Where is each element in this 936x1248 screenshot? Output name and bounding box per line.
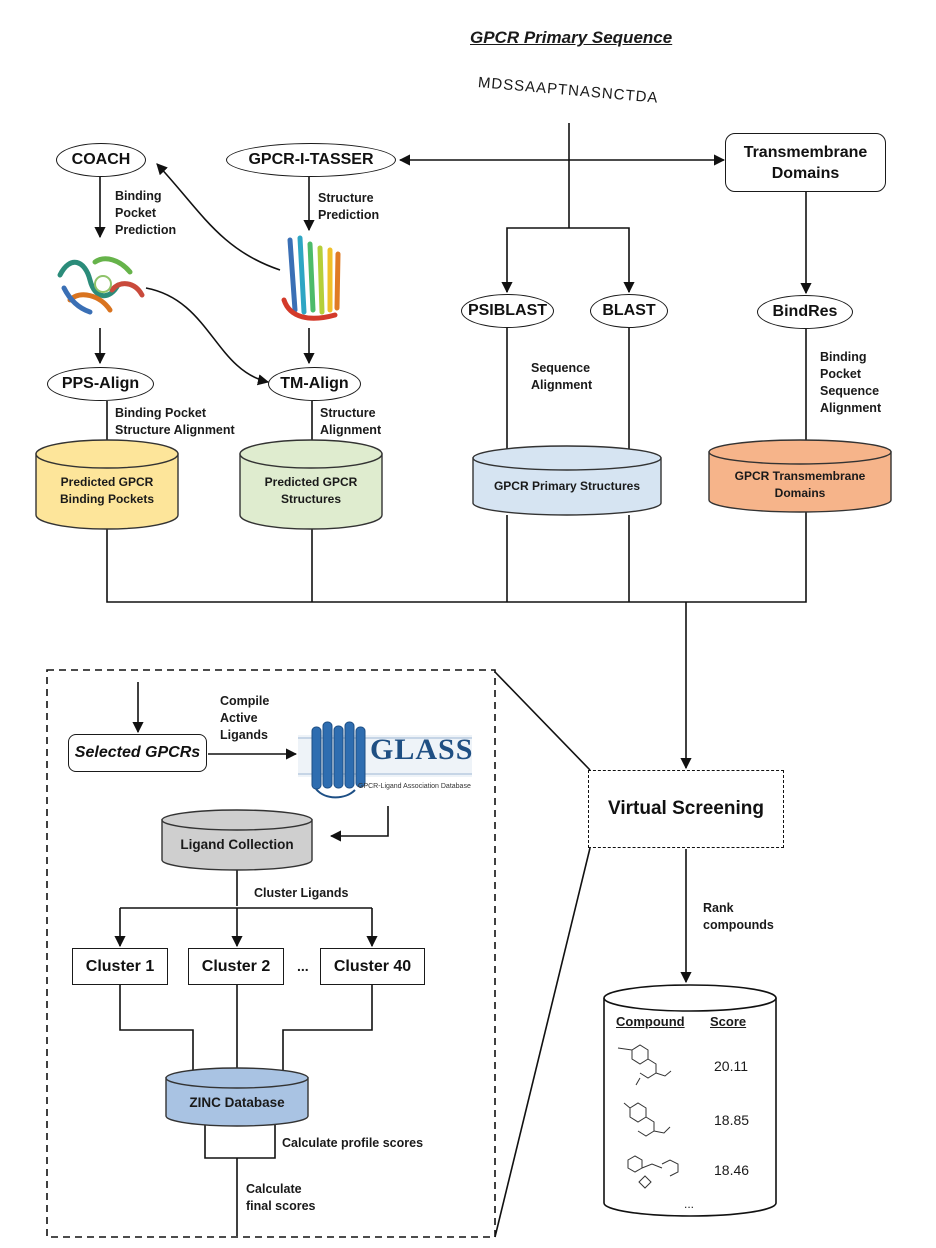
- binding-pocket-prediction-label: Binding Pocket Prediction: [115, 188, 176, 239]
- binding-pocket-sequence-alignment-label: Binding Pocket Sequence Alignment: [820, 349, 881, 417]
- db-ligand-body: [161, 819, 313, 871]
- label-line: Prediction: [318, 208, 380, 222]
- label-line: Binding Pocket: [115, 406, 206, 420]
- db-transmembrane-label: GPCR Transmembrane Domains: [709, 468, 891, 502]
- db-structures-body: [239, 453, 383, 530]
- diagram-title: GPCR Primary Sequence: [470, 28, 673, 47]
- inset-dashed-box: [46, 669, 496, 1238]
- zinc-database-label: ZINC Database: [189, 1095, 285, 1110]
- sequence-alignment-label: Sequence Alignment: [531, 360, 592, 394]
- structure-alignment-label: Structure Alignment: [320, 405, 381, 439]
- label-line: Ligands: [220, 728, 268, 742]
- label-line: Structure Alignment: [115, 423, 235, 437]
- score-column-header: Score: [710, 1014, 747, 1029]
- label-line: Structures: [280, 492, 342, 506]
- profile-scores-loop: [204, 1124, 276, 1159]
- bindres-node: BindRes: [757, 295, 853, 329]
- psiblast-node: PSIBLAST: [461, 294, 554, 328]
- db-structures-label: Predicted GPCR Structures: [240, 474, 382, 508]
- label-line: Sequence: [820, 384, 880, 398]
- label-line: Active: [220, 711, 258, 725]
- label-line: Binding: [820, 350, 867, 364]
- label-line: Compile: [220, 694, 270, 708]
- label-line: Predicted GPCR: [60, 475, 154, 489]
- db-zinc-body: [165, 1077, 309, 1127]
- cluster-ligands-label: Cluster Ligands: [254, 886, 349, 900]
- calculate-profile-scores-label: Calculate profile scores: [282, 1136, 424, 1150]
- label-line: GPCR Transmembrane: [734, 469, 866, 483]
- label-line: Binding Pockets: [59, 492, 154, 506]
- zoom-line-bottom: [494, 847, 591, 1238]
- db-binding-pockets-label: Predicted GPCR Binding Pockets: [36, 474, 178, 508]
- db-transmembrane-body: [708, 451, 892, 513]
- cluster-40-node: Cluster 40: [320, 948, 425, 985]
- compound-structures: [617, 1044, 679, 1189]
- pps-align-node: PPS-Align: [47, 367, 154, 401]
- label-line: Domains: [774, 486, 826, 500]
- label-line: Structure: [318, 191, 374, 205]
- pocket-to-tmalign-arrow: [145, 287, 270, 386]
- label-line: Pocket: [820, 367, 861, 381]
- results-cylinder-body: [603, 998, 777, 1217]
- structure-to-coach-arrow: [156, 163, 281, 271]
- results-cylinder-top: [603, 984, 777, 1012]
- label-line: Alignment: [820, 401, 882, 415]
- transmembrane-line-1: Transmembrane: [743, 143, 868, 161]
- more-results: ...: [684, 1197, 695, 1211]
- tm-align-node: TM-Align: [268, 367, 361, 401]
- label-line: Predicted GPCR: [264, 475, 358, 489]
- glass-logo-text: GLASS: [370, 733, 474, 766]
- selected-gpcrs-node: Selected GPCRs: [68, 734, 207, 772]
- label-line: Rank: [703, 901, 734, 915]
- binding-pocket-structure-alignment-label: Binding Pocket Structure Alignment: [115, 405, 235, 439]
- transmembrane-domains-node: Transmembrane Domains: [725, 133, 886, 192]
- score-value: 18.85: [714, 1112, 750, 1128]
- cluster-2-node: Cluster 2: [188, 948, 284, 985]
- label-line: Alignment: [531, 378, 593, 392]
- label-line: final scores: [246, 1199, 316, 1213]
- structure-prediction-label: Structure Prediction: [318, 190, 379, 224]
- score-value: 20.11: [714, 1058, 748, 1074]
- compound-column-header: Compound: [616, 1014, 685, 1029]
- ligand-collection-label: Ligand Collection: [180, 837, 294, 852]
- glass-logo-image: [298, 721, 472, 799]
- db-primary-body: [472, 457, 662, 516]
- label-line: Alignment: [320, 423, 382, 437]
- virtual-screening-node: Virtual Screening: [588, 770, 784, 848]
- rank-compounds-label: Rank compounds: [703, 900, 774, 934]
- compile-active-ligands-label: Compile Active Ligands: [220, 693, 269, 744]
- label-line: Sequence: [531, 361, 591, 375]
- collection-bus: [106, 512, 807, 603]
- glass-subtitle: GPCR-Ligand Association Database: [358, 783, 471, 790]
- gpcr-i-tasser-node: GPCR-I-TASSER: [226, 143, 396, 177]
- transmembrane-line-2: Domains: [771, 164, 840, 182]
- cluster-1-node: Cluster 1: [72, 948, 168, 985]
- blast-node: BLAST: [590, 294, 668, 328]
- calculate-final-scores-label: Calculate final scores: [246, 1181, 315, 1215]
- db-binding-pockets-top: [35, 439, 179, 469]
- db-binding-pockets-body: [35, 453, 179, 530]
- zoom-line-top: [494, 671, 591, 771]
- label-line: Structure: [320, 406, 376, 420]
- score-value: 18.46: [714, 1162, 750, 1178]
- label-line: Calculate: [246, 1182, 302, 1196]
- label-line: Binding: [115, 189, 162, 203]
- coach-node: COACH: [56, 143, 146, 177]
- predicted-structure-protein-image: [281, 235, 341, 321]
- label-line: compounds: [703, 918, 774, 932]
- db-primary-structures-label: GPCR Primary Structures: [493, 479, 641, 493]
- label-line: Prediction: [115, 223, 177, 237]
- binding-pocket-protein-image: [57, 256, 145, 315]
- glass-to-ligand-arrow: [329, 806, 389, 842]
- label-line: Pocket: [115, 206, 156, 220]
- psiblast-blast-split: [506, 227, 630, 292]
- cluster-ellipsis: ...: [297, 958, 309, 974]
